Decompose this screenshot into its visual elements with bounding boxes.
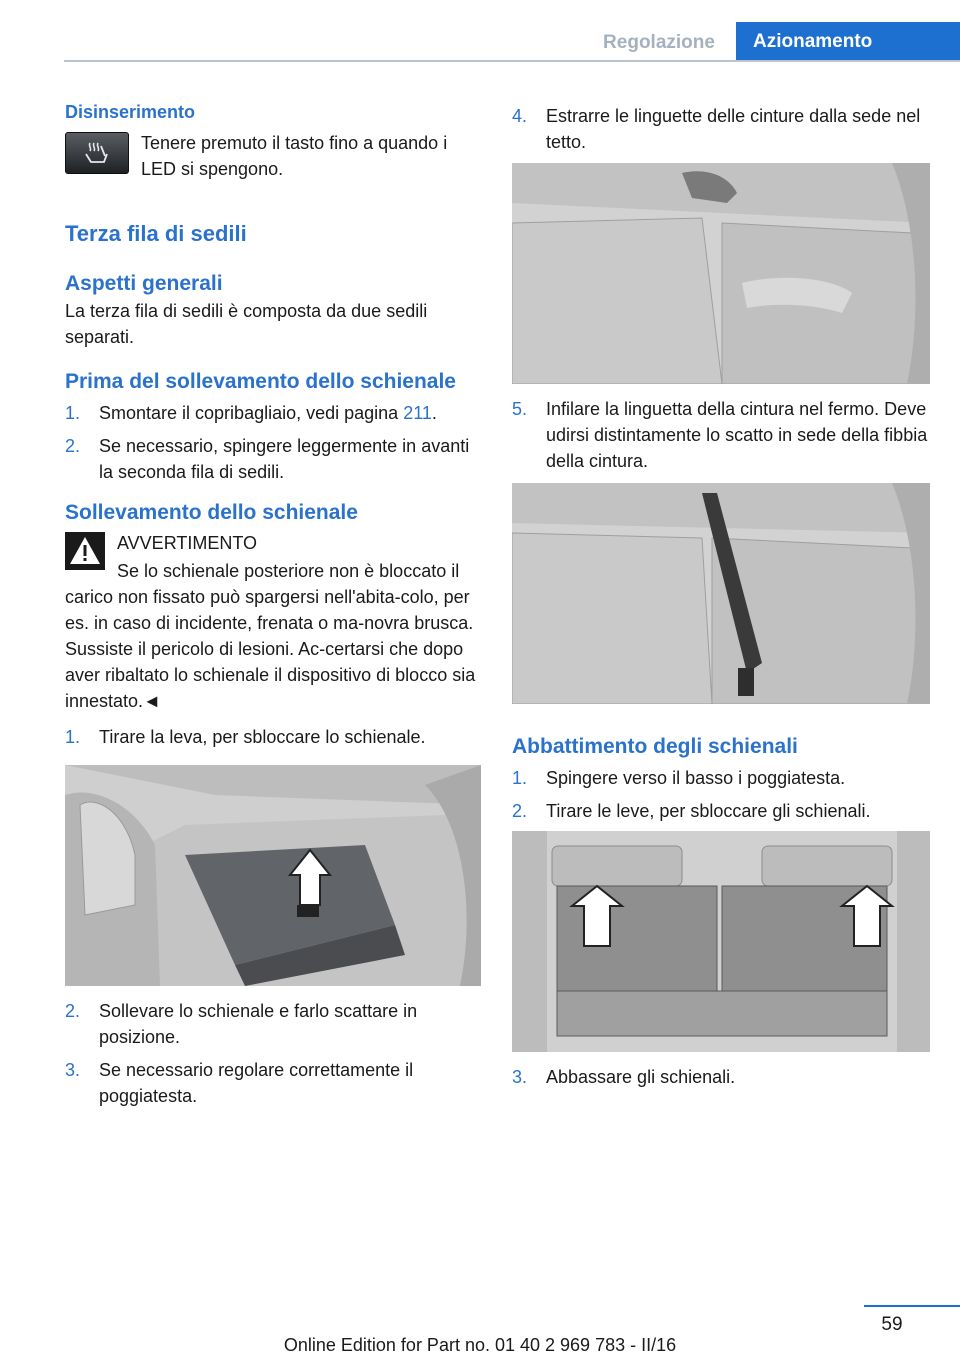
aspetti-text: La terza fila di sedili è composta da du…	[65, 301, 428, 347]
belt-steps-b: 5. Infilare la linguetta della cintura n…	[512, 396, 930, 474]
list-item: 3. Se necessario regolare correttamente …	[65, 1057, 481, 1109]
warning-label: AVVERTIMENTO	[117, 533, 258, 553]
belt-steps-a: 4. Estrarre le linguette delle cinture d…	[512, 103, 930, 155]
list-item: 1. Smontare il copribagliaio, vedi pagin…	[65, 400, 481, 426]
step-number: 1.	[512, 768, 528, 788]
step-text: Smontare il copribagliaio, vedi pagina 2…	[99, 403, 437, 423]
prima-heading: Prima del sollevamento dello schienale	[65, 370, 456, 393]
right-column: 4. Estrarre le linguette delle cinture d…	[512, 100, 930, 1097]
warning-text: Se lo schienale posteriore non è bloccat…	[65, 561, 476, 711]
footer-rule	[864, 1305, 960, 1307]
abbattimento-heading: Abbattimento degli schienali	[512, 735, 798, 758]
list-item: 1. Spingere verso il basso i poggiatesta…	[512, 765, 930, 791]
list-item: 2. Sollevare lo schienale e farlo scatta…	[65, 998, 481, 1050]
abbattimento-steps-a: 1. Spingere verso il basso i poggiatesta…	[512, 765, 930, 824]
warning-triangle-icon	[65, 532, 105, 570]
step-text: Estrarre le linguette delle cinture dall…	[546, 106, 921, 152]
page-number: 59	[881, 1314, 903, 1335]
prima-steps: 1. Smontare il copribagliaio, vedi pagin…	[65, 400, 481, 485]
step-text: Spingere verso il basso i poggiatesta.	[546, 768, 846, 788]
step-number: 1.	[65, 403, 81, 423]
disinserimento-heading: Disinserimento	[65, 102, 196, 122]
aspetti-heading: Aspetti generali	[65, 272, 223, 295]
figure-belt-buckle	[512, 483, 930, 704]
step-text: Tirare la leva, per sbloccare lo schiena…	[99, 727, 426, 747]
list-item: 2. Tirare le leve, per sbloccare gli sch…	[512, 798, 930, 824]
step-number: 3.	[512, 1067, 528, 1087]
step-number: 2.	[512, 801, 528, 821]
list-item: 5. Infilare la linguetta della cintura n…	[512, 396, 930, 474]
left-column: Disinserimento Tenere premuto il tasto f…	[65, 100, 481, 1116]
page-link[interactable]: 211	[403, 403, 432, 423]
seat-heating-button-icon	[65, 132, 129, 174]
list-item: 1. Tirare la leva, per sbloccare lo schi…	[65, 724, 481, 750]
step-text: Se necessario regolare correttamente il …	[99, 1060, 414, 1106]
step-text: Sollevare lo schienale e farlo scattare …	[99, 1001, 418, 1047]
sollevamento-heading: Sollevamento dello schienale	[65, 501, 358, 524]
disinserimento-row: Tenere premuto il tasto fino a quando i …	[65, 128, 481, 182]
step-number: 1.	[65, 727, 81, 747]
step-text: Tirare le leve, per sbloccare gli schien…	[546, 801, 871, 821]
list-item: 3. Abbassare gli schienali.	[512, 1064, 930, 1090]
disinserimento-text: Tenere premuto il tasto fino a quando i …	[141, 133, 448, 179]
figure-seatbacks-fold	[512, 831, 930, 1052]
step-number: 4.	[512, 106, 528, 126]
header-rule	[64, 60, 960, 62]
step-text: Abbassare gli schienali.	[546, 1067, 736, 1087]
sollevamento-steps-a: 1. Tirare la leva, per sbloccare lo schi…	[65, 724, 481, 750]
list-item: 4. Estrarre le linguette delle cinture d…	[512, 103, 930, 155]
footer-edition: Online Edition for Part no. 01 40 2 969 …	[283, 1335, 677, 1355]
figure-belt-roof	[512, 163, 930, 384]
warning-row: AVVERTIMENTO	[65, 530, 481, 570]
figure-lever-unlock	[65, 765, 481, 986]
sollevamento-steps-b: 2. Sollevare lo schienale e farlo scatta…	[65, 998, 481, 1109]
header-tab-regolazione[interactable]: Regolazione	[603, 32, 715, 53]
step-text: Se necessario, spingere leggermente in a…	[99, 436, 470, 482]
abbattimento-steps-b: 3. Abbassare gli schienali.	[512, 1064, 930, 1090]
step-number: 5.	[512, 399, 528, 419]
step-number: 3.	[65, 1060, 81, 1080]
step-number: 2.	[65, 1001, 81, 1021]
header-tab-azionamento[interactable]: Azionamento	[736, 22, 960, 62]
terza-fila-heading: Terza fila di sedili	[65, 221, 247, 246]
list-item: 2. Se necessario, spingere leggermente i…	[65, 433, 481, 485]
step-number: 2.	[65, 436, 81, 456]
step-text: Infilare la linguetta della cintura nel …	[546, 399, 928, 471]
